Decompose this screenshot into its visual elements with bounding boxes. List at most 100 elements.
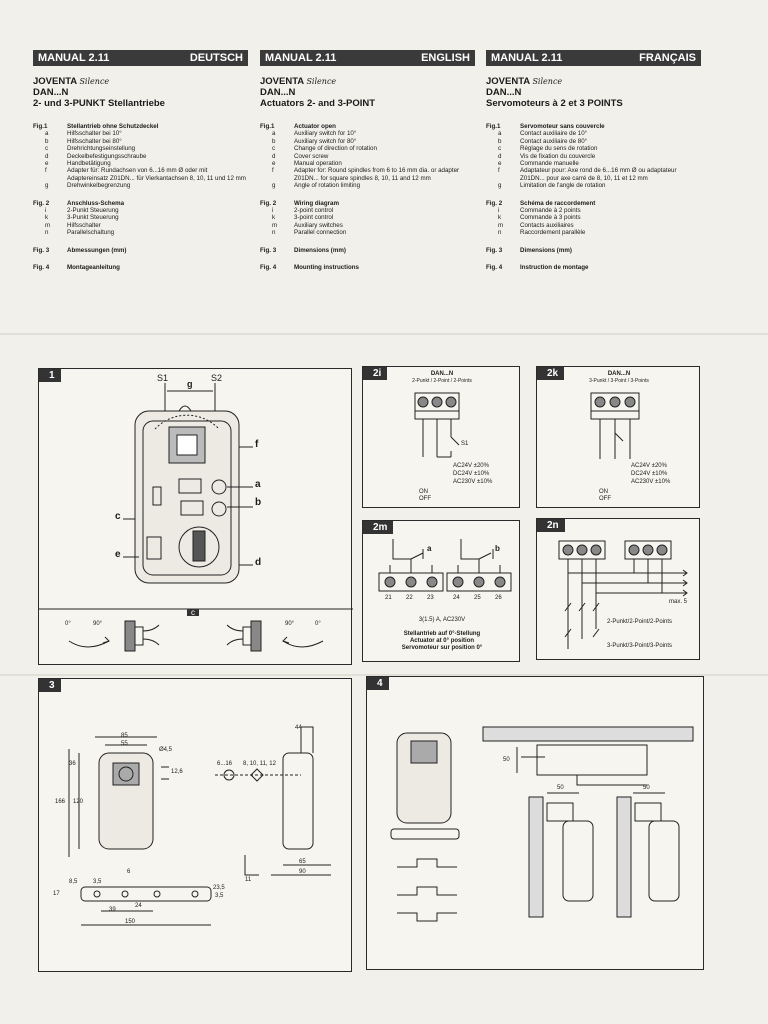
item-text: 3-Punkt Steuerung <box>67 214 119 222</box>
figure-4-panel: 4 50 50 50 <box>366 676 704 970</box>
f-label: f <box>255 439 259 450</box>
caption-en: Actuator at 0° position <box>409 638 475 644</box>
item-key: i <box>272 207 274 215</box>
item-text: Parallelschaltung <box>67 229 115 237</box>
panel-number: 2k <box>537 367 565 380</box>
b-label: b <box>495 544 500 553</box>
panel-number: 4 <box>367 677 389 690</box>
panel-number: 3 <box>39 679 61 692</box>
item-key: k <box>272 214 276 222</box>
dim-85: 85 <box>121 733 128 739</box>
dim-24: 24 <box>135 903 142 909</box>
item-key: a <box>45 130 49 138</box>
item-key: c <box>45 145 49 153</box>
item-key: d <box>45 152 49 160</box>
item-text: Parallel connection <box>294 229 347 237</box>
on-label: ON <box>419 489 428 495</box>
fig-label: Fig. 3 <box>33 246 50 254</box>
figure-2n-panel: 2n max. 5 2-Punkt/2-Point/2-Points 3-Pun… <box>536 518 700 660</box>
fig-label: Fig. 2 <box>486 199 503 207</box>
item-text: Vis de fixation du couvercle <box>520 152 596 160</box>
c-label: c <box>115 511 121 522</box>
fig-label: Fig.1 <box>33 123 48 130</box>
item-text: Commande à 3 points <box>520 214 581 222</box>
brand-script: Silence <box>79 77 110 86</box>
fig-label: Fig. 3 <box>260 246 277 254</box>
item-key: k <box>45 214 49 222</box>
fold-line <box>0 333 768 335</box>
off-label: OFF <box>599 496 611 502</box>
item-key: i <box>498 207 500 215</box>
item-text: Auxiliary switch for 10° <box>294 130 357 138</box>
item-text: Hilfsschalter bei 10° <box>67 130 122 138</box>
manual-number: MANUAL 2.11 <box>38 52 110 64</box>
terminal-23: 23 <box>427 595 434 601</box>
language-label: DEUTSCH <box>189 52 243 64</box>
diagram-subtitle: 3-Punkt / 3-Point / 3-Points <box>589 378 649 384</box>
brand: JOVENTA Silence <box>260 76 475 87</box>
dim-11: 11 <box>245 877 252 883</box>
s1-label: S1 <box>157 373 169 383</box>
dim-8-5: 8,5 <box>69 879 78 885</box>
deg-90-label: 90° <box>285 621 295 627</box>
subtitle: Servomoteurs à 2 et 3 POINTS <box>486 98 623 109</box>
fold-line <box>0 674 768 676</box>
b-label: b <box>255 497 262 508</box>
item-text: Commande à 2 points <box>520 207 581 215</box>
item-key: n <box>45 229 49 237</box>
terminal-25: 25 <box>474 595 481 601</box>
s2-label: S2 <box>211 373 223 383</box>
model-name: DAN...N <box>486 87 522 98</box>
g-label: g <box>187 379 193 389</box>
fig-title: Schéma de raccordement <box>520 199 596 207</box>
item-key: g <box>45 182 49 190</box>
terminal-24: 24 <box>453 595 460 601</box>
figure-2m-panel: 2m a b 21 22 23 24 25 26 3(1.5) A, AC230… <box>362 520 520 662</box>
item-text: Auxiliary switches <box>294 221 343 229</box>
panel-number: 2n <box>537 519 565 532</box>
item-text: Hilfsschalter <box>67 221 101 229</box>
supply-dc24: DC24V ±10% <box>453 471 490 477</box>
diagram-title: DAN...N <box>430 371 454 377</box>
fig-label: Fig.1 <box>260 123 275 130</box>
auxiliary-switches-drawing <box>378 539 512 592</box>
item-key: b <box>272 137 276 145</box>
subtitle: 2- und 3-PUNKT Stellantriebe <box>33 98 165 109</box>
item-text: 2-Punkt Steuerung <box>67 207 119 215</box>
item-text: Manual operation <box>294 160 342 168</box>
supply-dc24: DC24V ±10% <box>631 471 668 477</box>
item-text: Adapter für: Rundachsen von 6...16 mm Ø … <box>67 167 246 182</box>
fig-label: Fig. 4 <box>486 264 503 272</box>
brand-script: Silence <box>306 77 337 86</box>
item-key: c <box>272 145 276 153</box>
brand-name: JOVENTA <box>486 76 530 87</box>
wiring-3-point <box>590 392 640 459</box>
fig-title: Actuator open <box>294 123 336 130</box>
item-key: b <box>498 137 502 145</box>
fig-title: Montageanleitung <box>67 264 120 272</box>
item-text: Contacts auxiliaires <box>520 221 574 229</box>
panel-number: 2m <box>363 521 394 534</box>
caption-fr: Servomoteur sur position 0° <box>401 645 483 651</box>
dim-hole: Ø4,5 <box>159 747 173 753</box>
item-text: Contact auxiliaire de 80° <box>520 137 588 145</box>
dim-44: 44 <box>295 725 302 731</box>
item-key: d <box>498 152 502 160</box>
dim-90: 90 <box>299 869 306 875</box>
manual-header: MANUAL 2.11 DEUTSCH <box>33 50 248 66</box>
dim-17: 17 <box>53 891 60 897</box>
item-key: m <box>45 221 51 229</box>
fig-title: Stellantrieb ohne Schutzdeckel <box>67 123 159 130</box>
supply-ac24: AC24V ±20% <box>631 463 667 469</box>
dim-166: 166 <box>55 799 66 805</box>
fig-label: Fig. 4 <box>33 264 50 272</box>
fig-title: Servomoteur sans couvercle <box>520 123 605 130</box>
item-key: g <box>498 182 502 190</box>
item-key: e <box>45 160 49 168</box>
diagram-title: DAN...N <box>607 371 631 377</box>
deg-0-label: 0° <box>65 621 71 627</box>
dim-round-shaft: 6...16 <box>217 761 233 767</box>
language-label: FRANÇAIS <box>639 52 696 64</box>
fig-title: Instruction de montage <box>520 264 589 272</box>
